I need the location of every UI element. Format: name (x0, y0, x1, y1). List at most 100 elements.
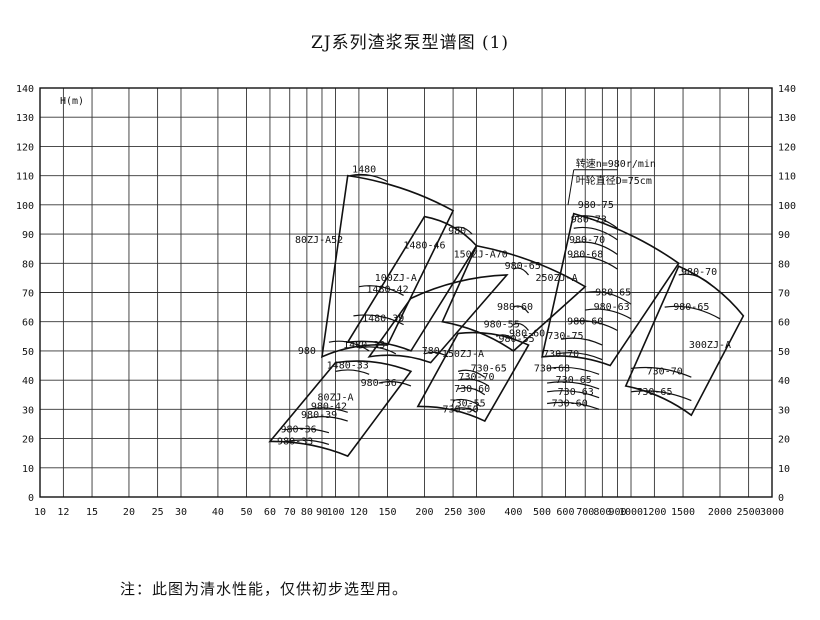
impeller-curve (678, 273, 714, 288)
x-tick-label: 700 (576, 507, 594, 518)
y-tick-label-right: 30 (778, 405, 790, 416)
x-tick-label: 150 (379, 507, 397, 518)
series-region (416, 331, 530, 423)
impeller-curve (349, 173, 388, 183)
region-label: 250ZJ-A (536, 273, 578, 284)
impeller-curve (457, 369, 486, 378)
note-line: 叶轮直径D=75cm (576, 174, 652, 187)
impeller-curve (560, 337, 603, 346)
region-label: 730-70 (458, 372, 494, 383)
series-region (367, 274, 509, 364)
y-tick-label-left: 100 (16, 201, 34, 212)
x-tick-label: 20 (123, 507, 135, 518)
y-tick-label-right: 70 (778, 289, 790, 300)
region-label: 300ZJ-A (689, 340, 731, 351)
note-leader (567, 169, 575, 205)
region-label: 980-73 (571, 214, 607, 225)
impeller-curve (358, 285, 404, 296)
region-label: 1480-33 (327, 360, 369, 371)
impeller-curve (457, 387, 486, 396)
y-tick-label-left: 20 (22, 435, 34, 446)
impeller-curve (424, 351, 449, 358)
chart-title: ZJ系列渣浆泵型谱图 (1) (310, 33, 510, 53)
x-tick-label: 900 (608, 507, 626, 518)
impeller-curve (571, 256, 618, 270)
region-label: 730-60 (454, 384, 490, 395)
impeller-curve (335, 369, 370, 375)
impeller-curve (457, 378, 490, 387)
impeller-curve (358, 346, 397, 355)
y-tick-label-right: 90 (778, 230, 790, 241)
impeller-curve (353, 314, 404, 326)
x-tick-label: 600 (556, 507, 574, 518)
region-label: 1480-39 (362, 314, 404, 325)
y-tick-label-left: 70 (22, 289, 34, 300)
region-label: 980-39 (301, 410, 337, 421)
region-label: 730-65 (471, 363, 507, 374)
region-label: 730-65 (556, 375, 592, 386)
y-tick-label-left: 0 (28, 493, 34, 504)
region-label: 780 (422, 346, 440, 357)
series-region (541, 212, 680, 367)
region-label: 980-33 (277, 436, 313, 447)
region-label: 980-68 (567, 249, 603, 260)
impeller-curve (285, 439, 330, 445)
impeller-curve (573, 241, 618, 256)
region-label: 730-55 (450, 398, 486, 409)
x-tick-label: 30 (175, 507, 187, 518)
impeller-curve (513, 267, 530, 276)
region-label: 980-65 (505, 261, 541, 272)
impeller-curve (546, 401, 600, 410)
region-label: 730-75 (547, 331, 583, 342)
region-label: 80ZJ-A (317, 393, 353, 404)
impeller-curve (556, 352, 603, 361)
y-axis-label: H(m) (60, 96, 84, 107)
impeller-curve (513, 305, 530, 314)
region-label: 730-70 (543, 349, 579, 360)
region-label: 980-75 (578, 200, 614, 211)
region-label: 730-70 (647, 366, 683, 377)
y-tick-label-right: 140 (778, 84, 796, 95)
y-tick-label-left: 50 (22, 347, 34, 358)
impeller-curve (546, 381, 600, 390)
region-label: 980-63 (594, 302, 630, 313)
y-tick-label-left: 80 (22, 259, 34, 270)
region-label: 980-36 (281, 425, 317, 436)
series-region (441, 244, 587, 352)
x-tick-label: 500 (533, 507, 551, 518)
series-region (624, 265, 745, 417)
series-regions (268, 173, 745, 458)
region-label: 730-50 (443, 404, 479, 415)
x-tick-label: 1200 (642, 507, 666, 518)
region-label: 980-55 (499, 334, 535, 345)
x-tick-label: 800 (593, 507, 611, 518)
region-label: 980-70 (681, 267, 717, 278)
x-tick-label: 200 (415, 507, 433, 518)
y-tick-label-left: 130 (16, 113, 34, 124)
x-tick-label: 50 (241, 507, 253, 518)
plot-frame (39, 87, 773, 498)
x-tick-label: 10 (34, 507, 46, 518)
x-tick-label: 400 (504, 507, 522, 518)
y-tick-label-right: 50 (778, 347, 790, 358)
region-label: 150ZJ-A70 (454, 249, 508, 260)
impeller-curve (546, 366, 600, 375)
region-label: 980-36 (361, 378, 397, 389)
impeller-curve (306, 407, 348, 413)
y-tick-label-left: 140 (16, 84, 34, 95)
region-label: 730-65 (636, 387, 672, 398)
series-region (268, 360, 413, 458)
y-tick-label-left: 120 (16, 142, 34, 153)
impeller-curve (306, 416, 348, 422)
impeller-curve (630, 366, 692, 378)
y-tick-label-left: 110 (16, 172, 34, 183)
impeller-curve (452, 398, 482, 407)
region-label: 980 (298, 346, 316, 357)
region-label: 730-60 (552, 398, 588, 409)
y-tick-label-right: 40 (778, 376, 790, 387)
x-tick-label: 15 (86, 507, 98, 518)
grid (39, 87, 773, 498)
